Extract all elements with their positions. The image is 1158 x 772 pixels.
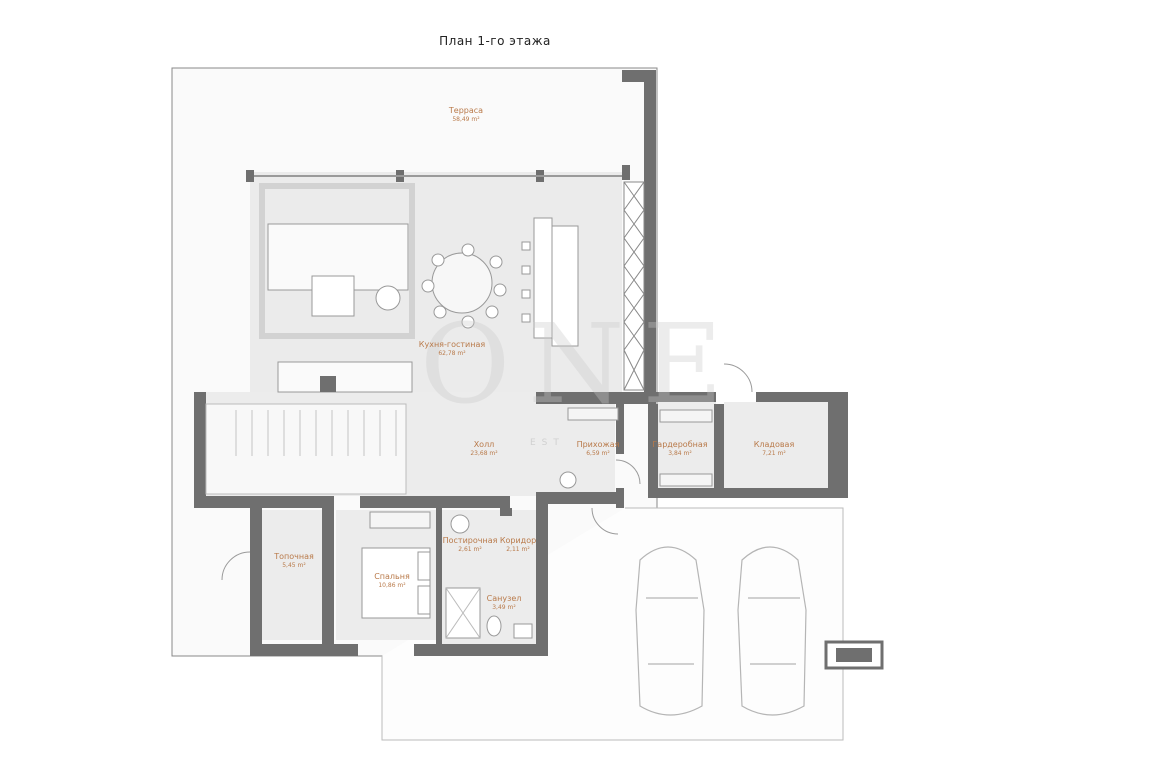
boiler-floor bbox=[262, 510, 322, 640]
room-name: Кухня-гостиная bbox=[418, 340, 486, 349]
room-area: 7,21 m² bbox=[762, 450, 786, 457]
room-name: Кладовая bbox=[753, 440, 795, 449]
cabinet-cross bbox=[623, 181, 645, 391]
cars bbox=[635, 546, 807, 716]
sink bbox=[513, 623, 533, 639]
room-name: Постирочная bbox=[442, 536, 498, 545]
coffee-table bbox=[311, 275, 355, 317]
bar-stools bbox=[521, 241, 531, 323]
room-name: Топочная bbox=[274, 552, 314, 561]
room-name: Терраса bbox=[448, 106, 484, 115]
room-area: 23,68 m² bbox=[470, 450, 498, 457]
storage-floor bbox=[724, 402, 828, 492]
room-name: Санузел bbox=[486, 594, 522, 603]
dining-chairs bbox=[421, 243, 507, 329]
watermark-sub: EST bbox=[530, 438, 565, 448]
watermark: ONE bbox=[420, 300, 741, 428]
room-area: 6,59 m² bbox=[586, 450, 610, 457]
wardrobe-rails bbox=[567, 407, 713, 487]
room-name: Прихожая bbox=[576, 440, 620, 449]
armchair bbox=[375, 285, 401, 311]
room-area: 3,84 m² bbox=[668, 450, 692, 457]
room-area: 10,86 m² bbox=[378, 582, 406, 589]
toilet bbox=[486, 615, 502, 637]
fireplace-unit bbox=[277, 361, 413, 393]
room-area: 2,61 m² bbox=[458, 546, 482, 553]
staircase bbox=[205, 403, 407, 495]
fireplace-core bbox=[320, 376, 336, 392]
walls bbox=[194, 70, 848, 656]
stair-treads bbox=[235, 410, 397, 456]
bedroom-wardrobe bbox=[369, 511, 431, 529]
room-name: Коридор bbox=[499, 536, 537, 545]
room-area: 5,45 m² bbox=[282, 562, 306, 569]
tall-cabinets bbox=[623, 181, 645, 391]
room-name: Спальня bbox=[374, 572, 410, 581]
room-name: Холл bbox=[473, 440, 495, 449]
rug bbox=[259, 183, 415, 339]
garage-outline bbox=[381, 507, 844, 741]
room-area: 2,11 m² bbox=[506, 546, 530, 553]
room-area: 3,49 m² bbox=[492, 604, 516, 611]
kitchen-counter bbox=[551, 225, 579, 347]
washer bbox=[450, 514, 470, 534]
room-area: 58,49 m² bbox=[452, 116, 480, 123]
plan-title: План 1-го этажа bbox=[439, 34, 551, 48]
room-area: 62,78 m² bbox=[438, 350, 466, 357]
hallway-toilet bbox=[559, 471, 577, 489]
door-swings bbox=[221, 363, 753, 581]
room-name: Гардеробная bbox=[652, 440, 708, 449]
